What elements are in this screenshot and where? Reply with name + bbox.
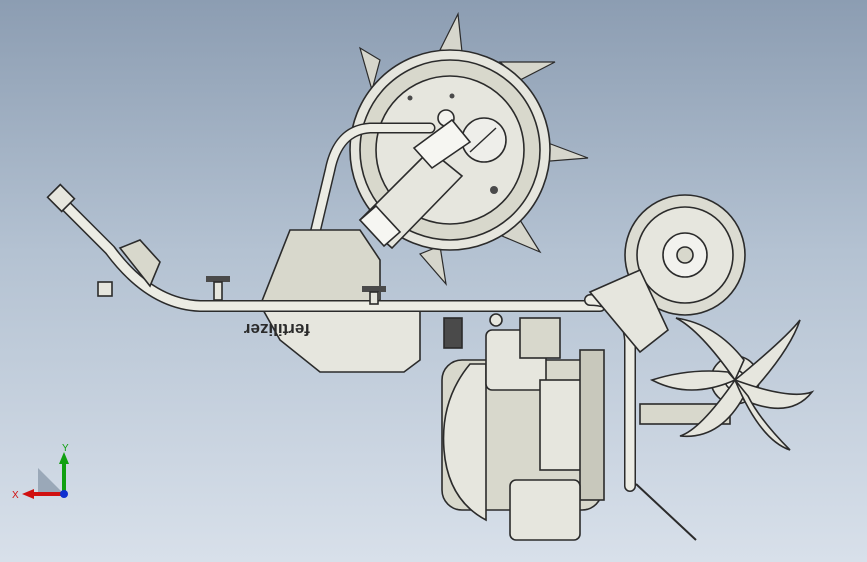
adjust-knob-right[interactable] bbox=[362, 286, 386, 305]
engine-block[interactable] bbox=[441, 313, 605, 541]
x-axis-label: X bbox=[12, 490, 19, 501]
frame-bar bbox=[46, 183, 606, 312]
y-axis-label: Y bbox=[62, 443, 69, 454]
adjust-knob-left[interactable] bbox=[206, 276, 230, 301]
hopper-label: fertilizer bbox=[243, 320, 310, 339]
tiller-tines[interactable] bbox=[639, 317, 815, 451]
feed-chute[interactable] bbox=[358, 118, 472, 250]
fertilizer-hopper[interactable]: fertilizer bbox=[243, 229, 421, 373]
transport-wheel[interactable] bbox=[588, 194, 746, 354]
axis-triad: Y X bbox=[12, 443, 69, 501]
z-axis-dot bbox=[60, 490, 68, 498]
